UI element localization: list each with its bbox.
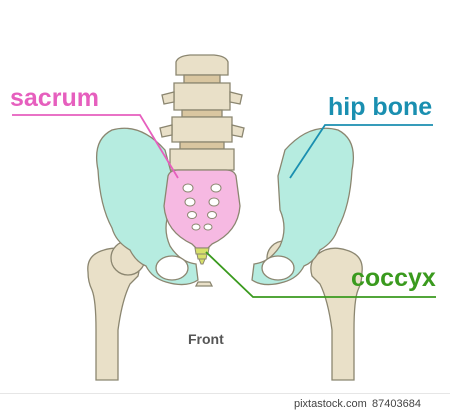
coccyx-bone (194, 247, 210, 265)
sacrum-label: sacrum (10, 84, 99, 112)
sacrum-leader-line (12, 114, 179, 179)
coccyx-leader-line (205, 251, 436, 298)
stock-site-name: pixtastock.com (294, 398, 367, 410)
footer-bar: pixtastock.com 87403684 (0, 393, 450, 414)
femurs (87, 240, 363, 381)
hip-bones (95, 127, 355, 287)
lumbar-vertebrae (159, 54, 245, 171)
coccyx-label: coccyx (351, 264, 436, 292)
image-id: 87403684 (372, 398, 421, 410)
view-label: Front (188, 331, 224, 347)
hip-bone-leader-line (289, 124, 433, 179)
hip-bone-label: hip bone (328, 93, 433, 121)
sacrum-bone (163, 169, 241, 249)
pelvis-illustration (12, 54, 436, 381)
